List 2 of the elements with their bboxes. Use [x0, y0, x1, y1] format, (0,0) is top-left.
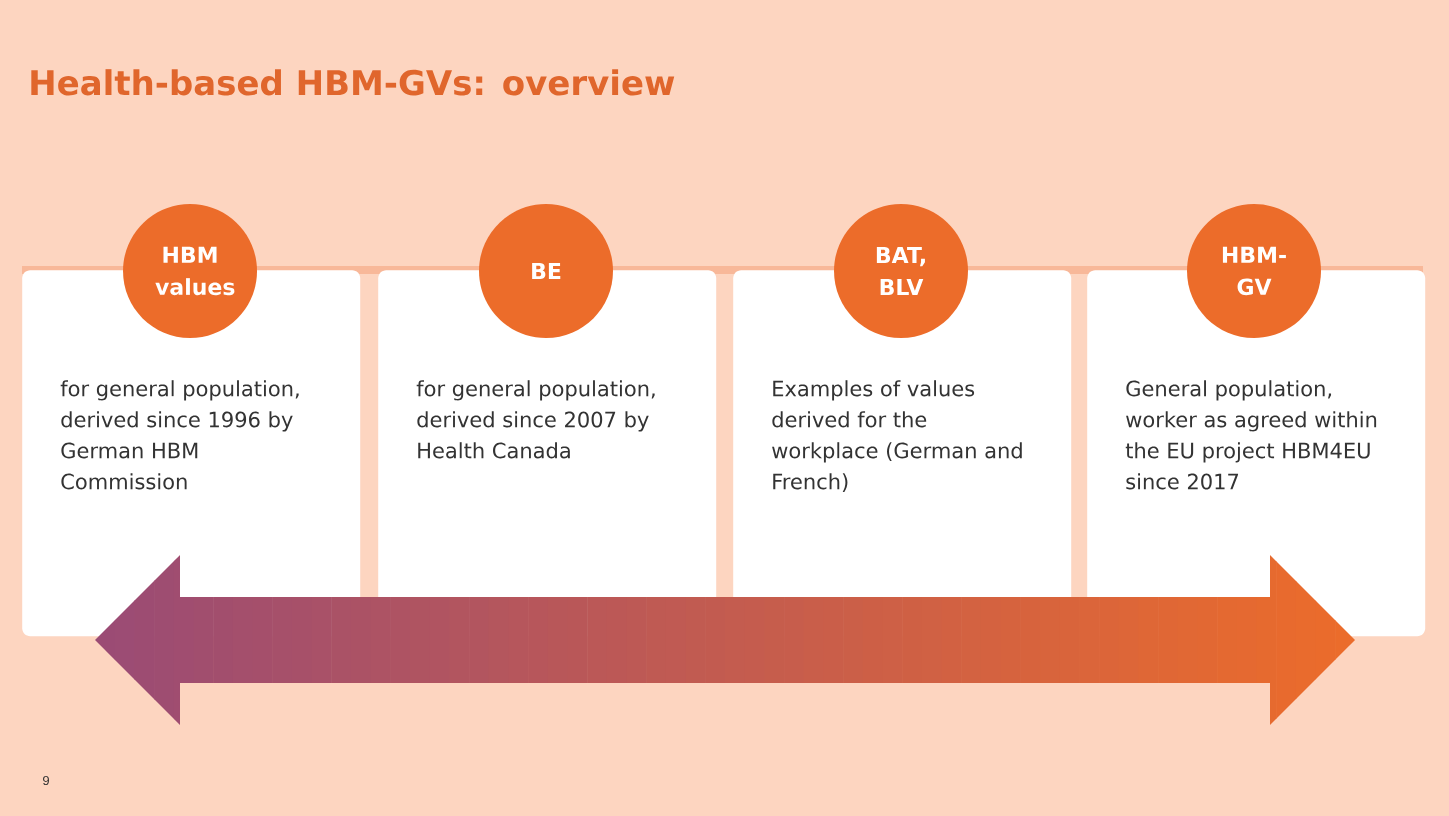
- page-number: 9: [43, 775, 49, 786]
- title: Health-based HBM-GVs: overview: [31, 69, 675, 96]
